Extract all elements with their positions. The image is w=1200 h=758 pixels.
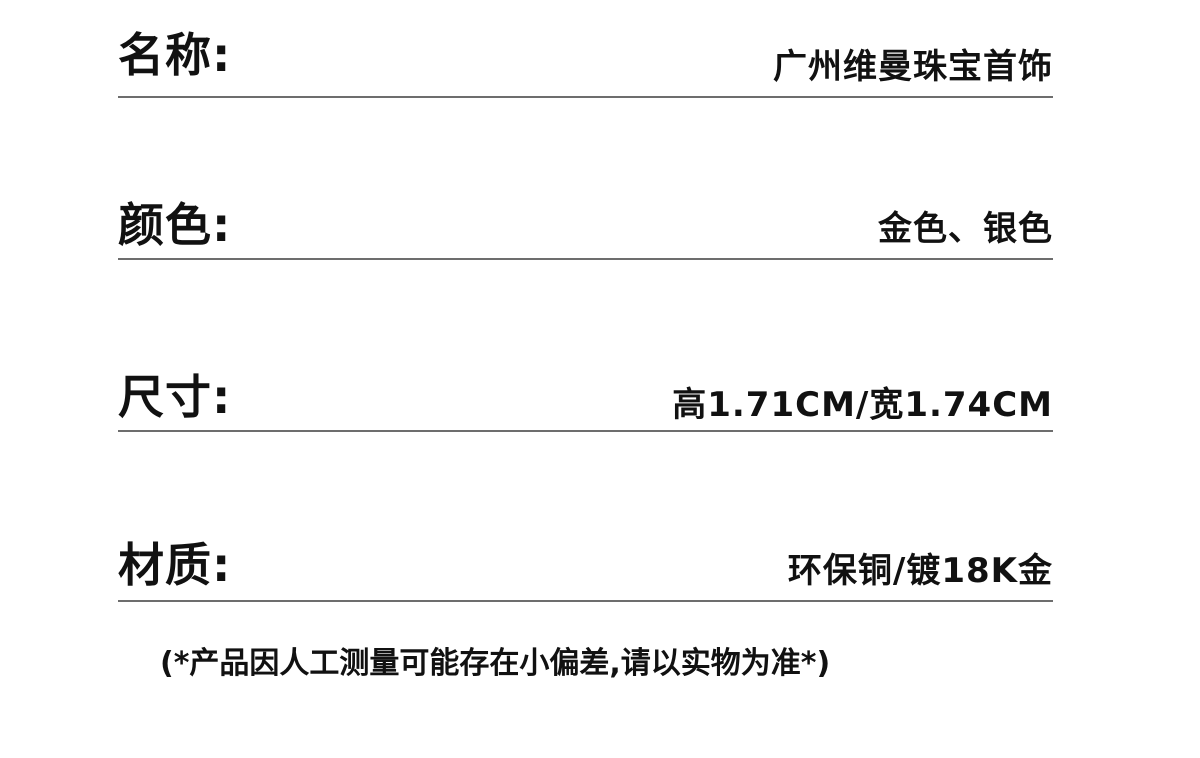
color-value: 金色、银色: [878, 209, 1053, 249]
spec-row-material: 材质: 环保铜/镀18K金: [118, 530, 1053, 602]
material-label: 材质:: [118, 538, 232, 592]
disclaimer-note: (*产品因人工测量可能存在小偏差,请以实物为准*): [160, 646, 831, 681]
name-label: 名称:: [118, 28, 232, 82]
size-value: 高1.71CM/宽1.74CM: [672, 385, 1053, 425]
name-value: 广州维曼珠宝首饰: [773, 47, 1053, 87]
color-label: 颜色:: [118, 198, 232, 252]
spec-row-size: 尺寸: 高1.71CM/宽1.74CM: [118, 362, 1053, 432]
spec-row-name: 名称: 广州维曼珠宝首饰: [118, 30, 1053, 98]
spec-row-color: 颜色: 金色、银色: [118, 190, 1053, 260]
material-value: 环保铜/镀18K金: [787, 551, 1053, 591]
size-label: 尺寸:: [118, 370, 232, 424]
